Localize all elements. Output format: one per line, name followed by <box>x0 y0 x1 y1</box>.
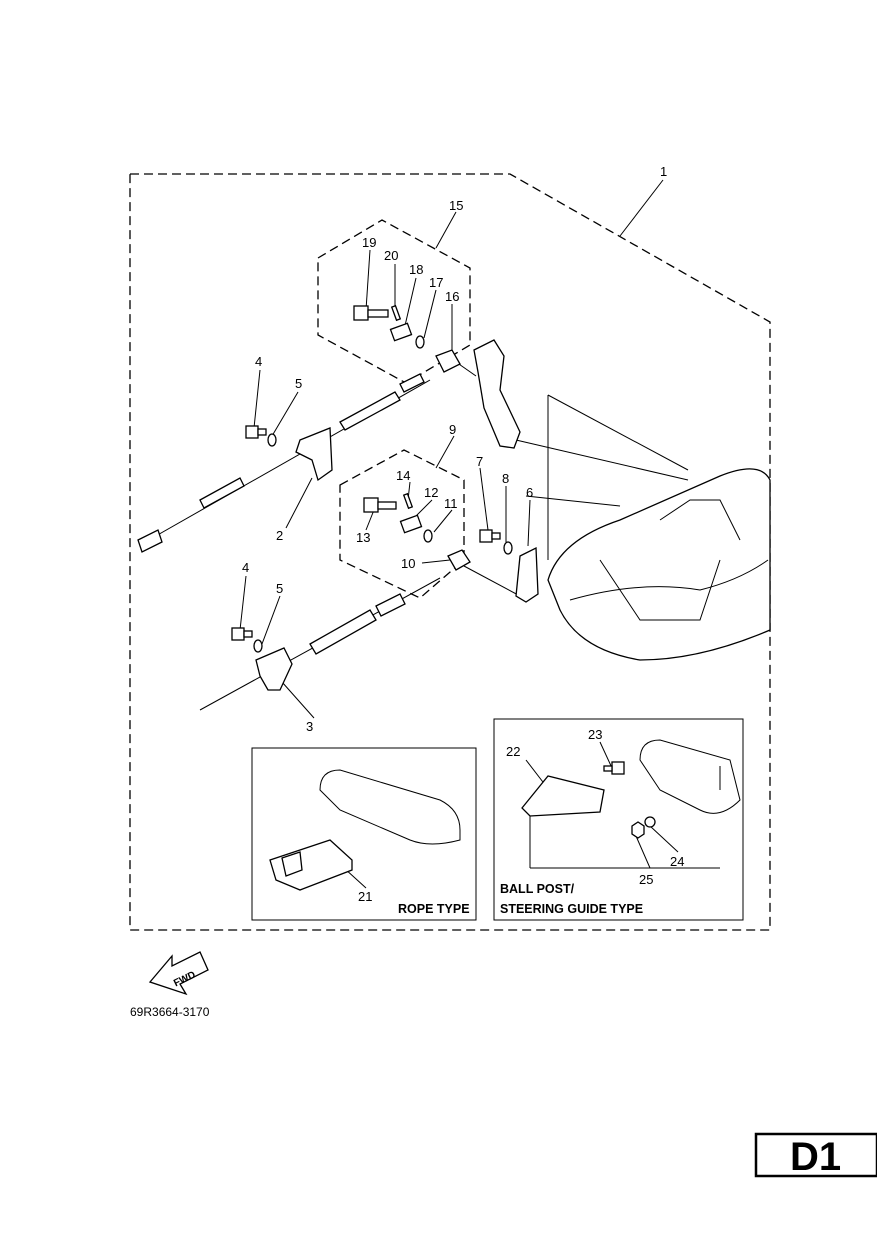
callout-13: 13 <box>356 530 370 545</box>
bottom-cowling <box>547 468 771 661</box>
washer-17 <box>415 335 425 349</box>
washer-24 <box>644 816 656 828</box>
callout-20: 20 <box>384 248 398 263</box>
callout-6: 6 <box>526 485 533 500</box>
leader-lines <box>239 179 721 889</box>
rope-type-inset <box>251 747 477 921</box>
throttle-arm <box>473 339 521 449</box>
rope-guide-21 <box>269 769 461 891</box>
callout-5-lower: 5 <box>276 581 283 596</box>
bracket-2 <box>295 427 333 482</box>
callout-4-upper: 4 <box>255 354 262 369</box>
bolt-23 <box>603 761 625 775</box>
washer-8 <box>503 541 513 555</box>
bolt-4-lower <box>231 627 253 641</box>
lower-cable <box>199 577 441 711</box>
washer-5-upper <box>267 433 277 447</box>
callout-7: 7 <box>476 454 483 469</box>
subassembly-9-boundary <box>339 449 465 599</box>
callout-16: 16 <box>445 289 459 304</box>
callout-18: 18 <box>409 262 423 277</box>
callout-3: 3 <box>306 719 313 734</box>
page-id: D1 <box>790 1135 841 1179</box>
callout-2: 2 <box>276 528 283 543</box>
joint-16 <box>435 349 461 373</box>
nut-25 <box>631 821 645 839</box>
callout-1: 1 <box>660 164 667 179</box>
joint-10 <box>447 549 471 571</box>
callout-8: 8 <box>502 471 509 486</box>
bolt-19 <box>353 305 389 321</box>
diagram-code: 69R3664-3170 <box>130 1005 210 1019</box>
callout-9: 9 <box>449 422 456 437</box>
lever-6 <box>515 546 539 603</box>
bolt-7 <box>479 529 501 543</box>
bracket-3 <box>255 647 293 691</box>
callout-22: 22 <box>506 744 520 759</box>
pin-14 <box>402 492 414 510</box>
washer-11 <box>423 529 433 543</box>
fwd-arrow-icon: FWD <box>148 951 209 996</box>
callout-4-lower: 4 <box>242 560 249 575</box>
callout-25: 25 <box>639 872 653 887</box>
callout-21: 21 <box>358 889 372 904</box>
callout-24: 24 <box>670 854 684 869</box>
steering-guide-22 <box>521 739 741 817</box>
callout-12: 12 <box>424 485 438 500</box>
page-id-box <box>754 1132 877 1178</box>
bolt-13 <box>363 497 397 513</box>
callout-17: 17 <box>429 275 443 290</box>
callout-14: 14 <box>396 468 410 483</box>
spring-12 <box>399 514 423 534</box>
callout-19: 19 <box>362 235 376 250</box>
callout-5-upper: 5 <box>295 376 302 391</box>
spring-18 <box>389 322 413 342</box>
callout-11: 11 <box>444 496 458 511</box>
rope-type-caption: ROPE TYPE <box>398 902 470 916</box>
ball-post-caption-line2: STEERING GUIDE TYPE <box>500 902 643 916</box>
washer-5-lower <box>253 639 263 653</box>
upper-cable <box>137 373 431 553</box>
bolt-4-upper <box>245 425 267 439</box>
callout-15: 15 <box>449 198 463 213</box>
ball-post-inset <box>493 718 744 921</box>
callout-10: 10 <box>401 556 415 571</box>
callout-23: 23 <box>588 727 602 742</box>
subassembly-15-boundary <box>317 219 471 384</box>
pin-20 <box>390 304 402 322</box>
ball-post-caption-line1: BALL POST/ <box>500 882 575 896</box>
